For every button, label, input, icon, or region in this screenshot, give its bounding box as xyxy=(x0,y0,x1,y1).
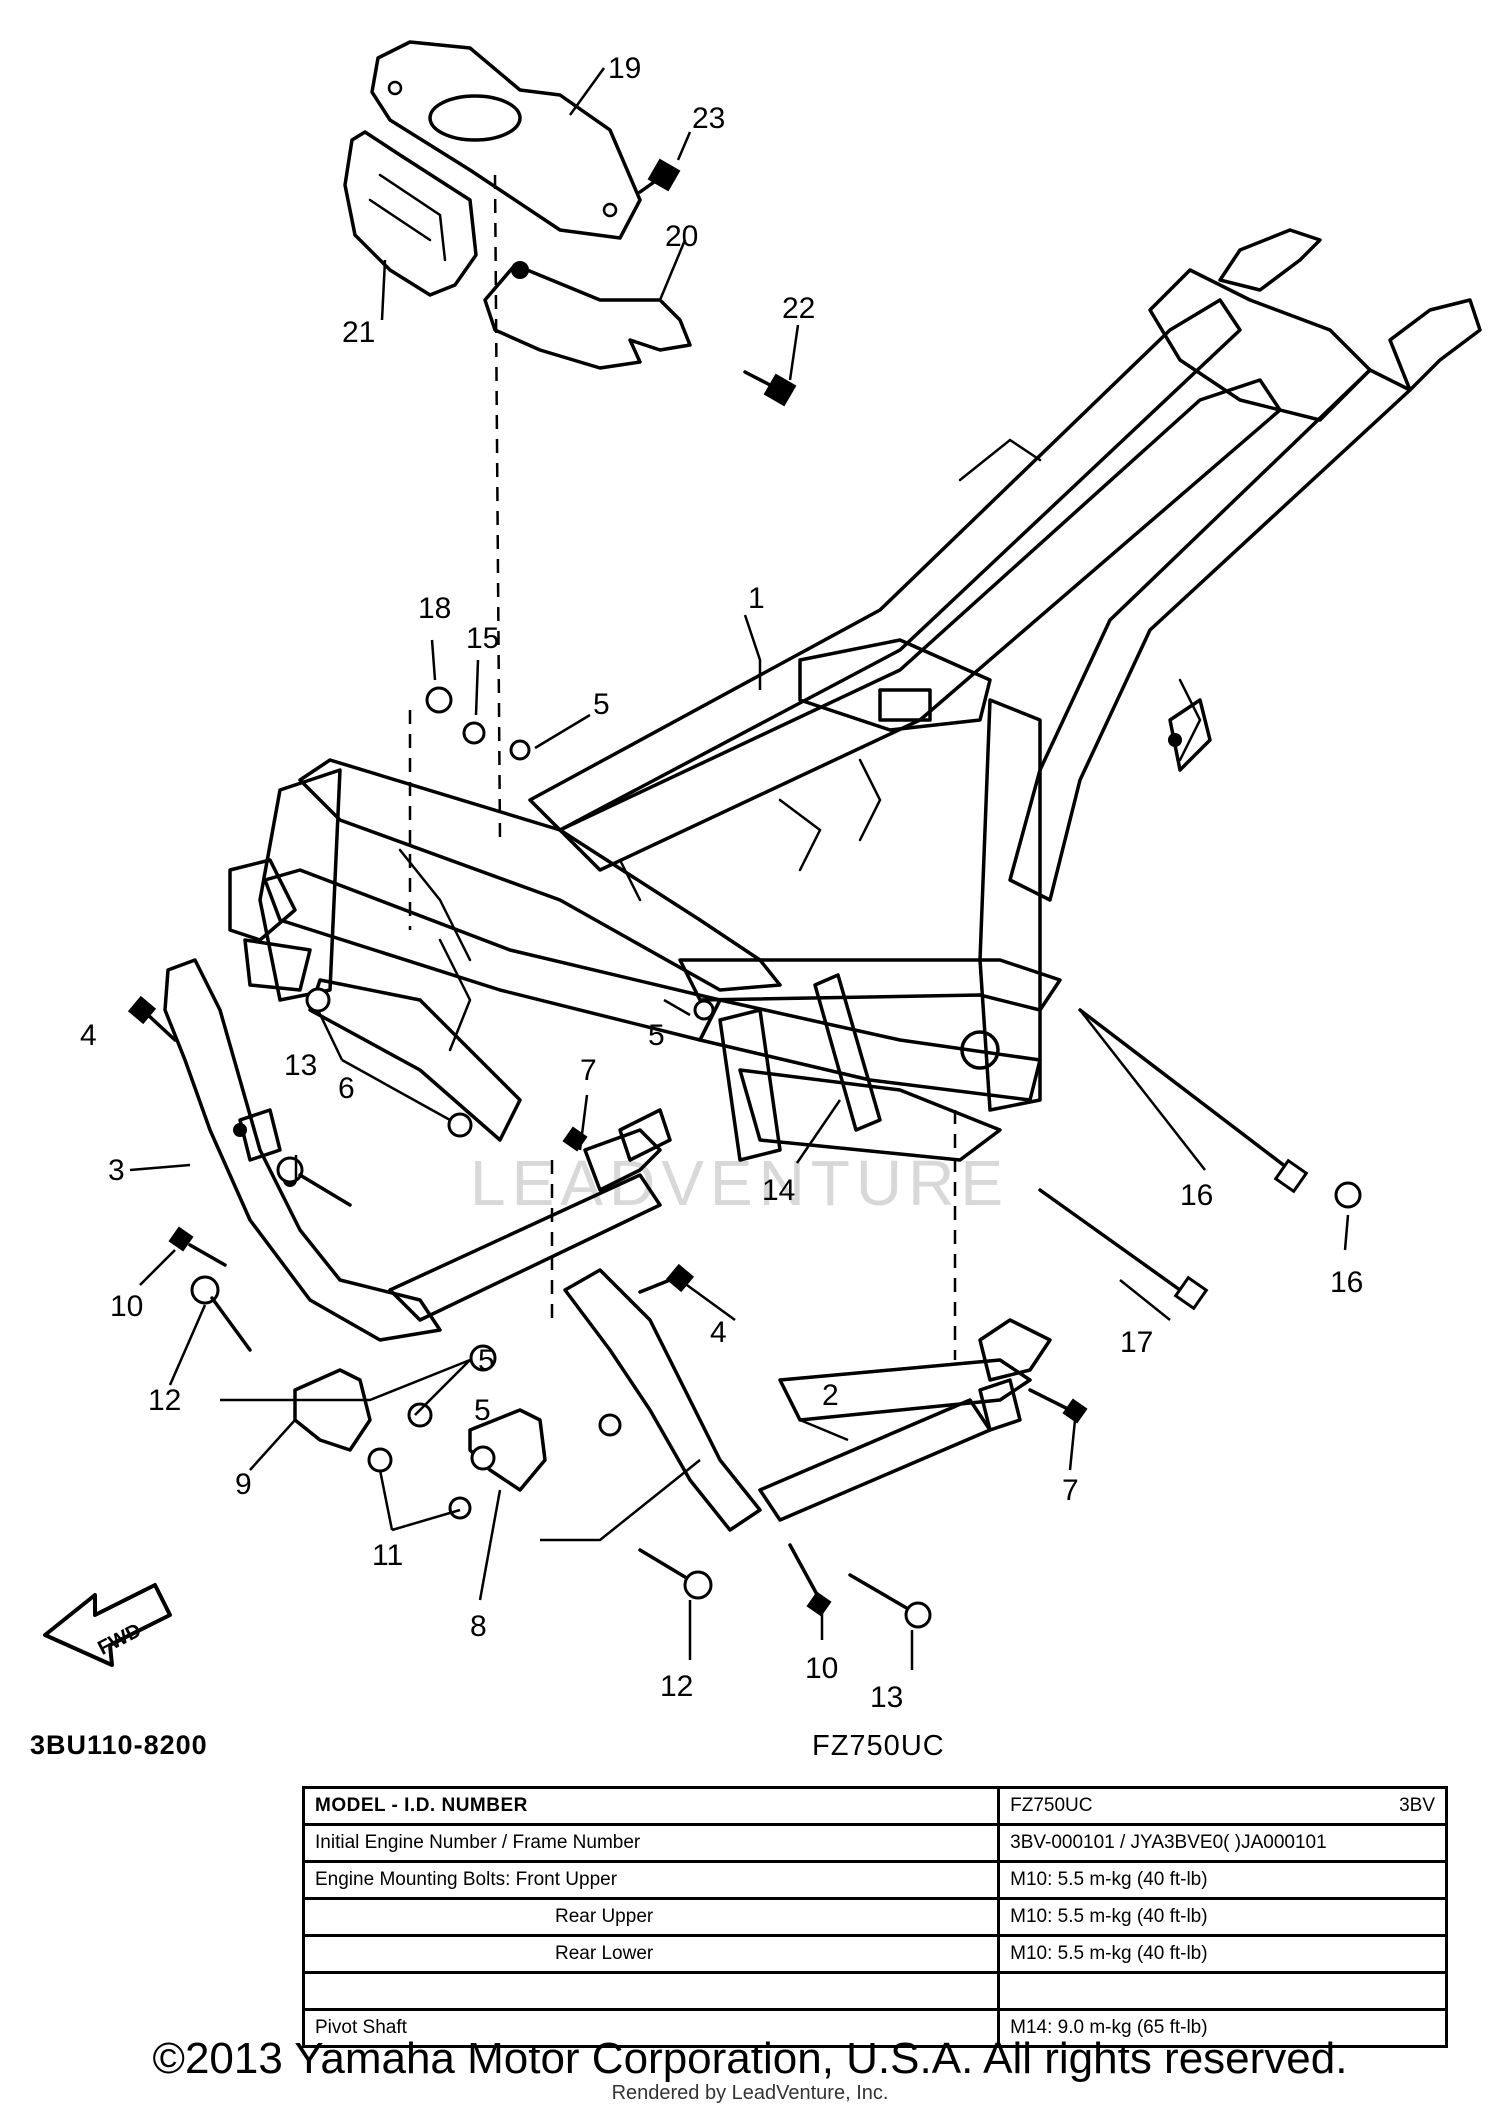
spec-row-label: Engine Mounting Bolts: Front Upper xyxy=(301,1860,1001,1900)
callout-19: 19 xyxy=(608,52,641,85)
spec-row-label: Rear Lower xyxy=(301,1934,1001,1974)
spec-header-row: MODEL - I.D. NUMBER FZ750UC 3BV xyxy=(301,1786,1448,1826)
callout-1: 1 xyxy=(748,582,765,615)
part-5-nut xyxy=(407,1402,433,1428)
leader-lines xyxy=(129,67,1350,1670)
callout-10: 10 xyxy=(110,1290,143,1323)
part-2-engine-mount-right xyxy=(563,1108,1052,1532)
part-19-cover xyxy=(370,40,642,240)
copyright-footer: ©2013 Yamaha Motor Corporation, U.S.A. A… xyxy=(152,2034,1348,2083)
spec-row-label: Initial Engine Number / Frame Number xyxy=(301,1823,1001,1863)
part-13-bolt xyxy=(276,1156,352,1207)
part-12-bolt xyxy=(638,1548,713,1600)
callout-7: 7 xyxy=(580,1054,597,1087)
part-11-nut xyxy=(367,1447,393,1473)
part-5-nut xyxy=(693,999,715,1021)
callout-7: 7 xyxy=(1062,1474,1079,1507)
callout-9: 9 xyxy=(235,1468,252,1501)
part-16-nut xyxy=(1334,1181,1362,1209)
part-11-nut xyxy=(448,1496,472,1520)
spec-row-value: M14: 9.0 m-kg (65 ft-lb) xyxy=(997,2008,1448,2048)
spec-row-value: M10: 5.5 m-kg (40 ft-lb) xyxy=(997,1860,1448,1900)
callout-11: 11 xyxy=(372,1539,403,1572)
callout-13: 13 xyxy=(870,1681,903,1714)
spec-table: MODEL - I.D. NUMBER FZ750UC 3BV Initial … xyxy=(301,1786,1448,2048)
part-5-nut xyxy=(469,1344,497,1372)
callout-10: 10 xyxy=(805,1652,838,1685)
part-16-nut xyxy=(462,721,486,745)
callout-15: 16 xyxy=(1180,1179,1213,1212)
part-9-bracket xyxy=(293,1368,372,1452)
part-6-nut xyxy=(447,1112,473,1138)
spec-header-left: MODEL - I.D. NUMBER xyxy=(301,1786,1001,1826)
callout-18: 18 xyxy=(418,592,451,625)
callout-13: 13 xyxy=(284,1049,317,1082)
part-4-bolt xyxy=(127,995,177,1042)
part-15-long-bolt xyxy=(1078,1008,1309,1194)
callout-5: 5 xyxy=(648,1019,665,1052)
callout-16: 15 xyxy=(466,622,499,655)
spec-header-model: FZ750UC xyxy=(1010,1795,1093,1816)
part-6-nut xyxy=(305,987,331,1013)
part-5-nut xyxy=(598,1413,622,1437)
part-17-long-bolt xyxy=(1038,1188,1209,1311)
part-7-bolt xyxy=(1028,1388,1088,1424)
callout-12: 12 xyxy=(660,1670,693,1703)
spec-row: Rear Upper M10: 5.5 m-kg (40 ft-lb) xyxy=(301,1897,1448,1937)
callout-5: 5 xyxy=(478,1344,495,1377)
callout-23: 23 xyxy=(692,102,725,135)
part-22-bolt xyxy=(743,370,797,407)
spec-row: Initial Engine Number / Frame Number 3BV… xyxy=(301,1823,1448,1863)
callout-14: 14 xyxy=(762,1174,795,1207)
part-12-bolt xyxy=(190,1275,252,1352)
spec-row: Engine Mounting Bolts: Front Upper M10: … xyxy=(301,1860,1448,1900)
part-18-nut xyxy=(425,686,453,714)
part-3-engine-mount-left xyxy=(163,958,662,1342)
callout-5: 5 xyxy=(474,1394,491,1427)
assembly-line xyxy=(493,174,502,841)
spec-row-value: M10: 5.5 m-kg (40 ft-lb) xyxy=(997,1934,1448,1974)
callout-21: 21 xyxy=(342,316,375,349)
part-10-bolt xyxy=(788,1543,832,1617)
spec-row-value: M10: 5.5 m-kg (40 ft-lb) xyxy=(997,1897,1448,1937)
spec-row: Pivot Shaft M14: 9.0 m-kg (65 ft-lb) xyxy=(301,2008,1448,2048)
spec-row-value: 3BV-000101 / JYA3BVE0( )JA000101 xyxy=(997,1823,1448,1863)
spec-header-right: FZ750UC 3BV xyxy=(997,1786,1448,1826)
callout-2: 2 xyxy=(822,1379,839,1412)
spec-row: Rear Lower M10: 5.5 m-kg (40 ft-lb) xyxy=(301,1934,1448,1974)
callout-16: 16 xyxy=(1330,1266,1363,1299)
part-21-box xyxy=(343,130,478,297)
callout-3: 3 xyxy=(108,1154,125,1187)
spec-row-value xyxy=(997,1971,1448,2011)
part-20-bracket xyxy=(483,261,692,370)
callout-6: 6 xyxy=(338,1072,355,1105)
model-label: FZ750UC xyxy=(812,1730,945,1762)
callout-17: 17 xyxy=(1120,1326,1153,1359)
callout-22: 22 xyxy=(782,292,815,325)
callout-20: 20 xyxy=(665,220,698,253)
part-5-nut xyxy=(470,1445,496,1471)
part-14-pivot-shaft xyxy=(813,973,882,1132)
fwd-arrow-icon: FWD xyxy=(43,1583,172,1667)
part-code-label: 3BU110-8200 xyxy=(30,1730,208,1760)
spec-row-label xyxy=(301,1971,1001,2011)
part-4-bolt xyxy=(638,1263,695,1294)
callout-8: 8 xyxy=(470,1610,487,1643)
part-23-bolt xyxy=(638,158,681,194)
exploded-frame-diagram: LEADVENTURE xyxy=(43,40,1482,1714)
part-5-nut xyxy=(509,739,531,761)
callout-5: 5 xyxy=(593,688,610,721)
callout-12: 12 xyxy=(148,1384,181,1417)
part-13-bolt xyxy=(848,1573,932,1629)
rendered-by-note: Rendered by LeadVenture, Inc. xyxy=(611,2082,889,2104)
callout-4: 4 xyxy=(710,1316,727,1349)
watermark: LEADVENTURE xyxy=(470,1147,1009,1219)
spec-row-label: Pivot Shaft xyxy=(301,2008,1001,2048)
spec-row-label: Rear Upper xyxy=(301,1897,1001,1937)
spec-header-code: 3BV xyxy=(1399,1795,1435,1816)
callout-4: 4 xyxy=(80,1019,97,1052)
spec-row xyxy=(301,1971,1448,2011)
part-1-main-frame xyxy=(228,228,1482,1162)
part-10-bolt xyxy=(168,1226,227,1267)
